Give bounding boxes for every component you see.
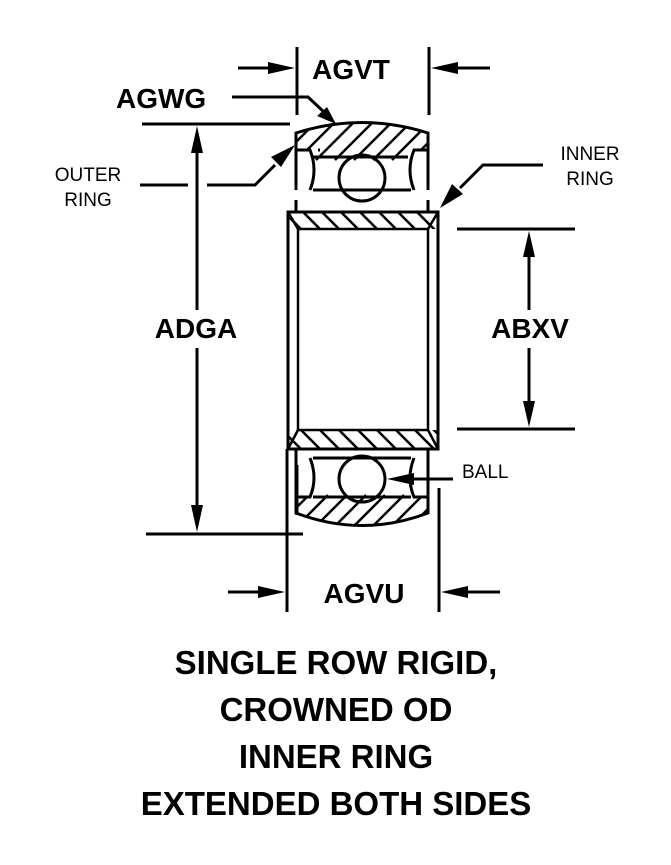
callout-outer-ring: OUTER RING [55,145,295,211]
label-inner-ring-1: INNER [560,144,619,165]
caption-line-4: EXTENDED BOTH SIDES [141,785,532,822]
section-hatch-line [339,494,386,526]
section-hatch-line [449,110,499,160]
label-agvu: AGVU [324,578,405,609]
caption-line-3: INNER RING [239,738,433,775]
label-ball: BALL [462,462,508,483]
section-hatch-line [358,494,405,526]
section-hatch-line [263,210,285,232]
dimension-agvu: AGVU [228,449,500,612]
section-hatch-line [315,122,367,161]
section-hatch-line [414,212,438,229]
section-hatch-line [296,494,310,526]
callout-ball: BALL [387,462,508,485]
label-outer-ring-1: OUTER [55,165,122,186]
label-adga: ADGA [155,313,237,344]
dimension-agwg: AGWG [116,83,336,124]
section-hatch-line [451,428,475,452]
section-hatch-line [377,494,424,526]
outer-ring-top [294,110,518,192]
label-abxv: ABXV [491,313,569,344]
section-hatch-line [301,494,348,526]
dimension-abxv: ABXV [457,227,575,431]
section-hatch-line [391,122,428,161]
callout-inner-ring: INNER RING [440,144,620,208]
label-agvt: AGVT [312,54,390,85]
caption-line-2: CROWNED OD [220,691,453,728]
section-hatch-line [353,122,405,161]
dimension-adga: ADGA [142,122,303,536]
section-hatch-line [431,430,438,449]
section-hatch-line [261,428,285,452]
section-hatch-line [473,495,518,540]
section-hatch-line [468,110,518,160]
caption-line-1: SINGLE ROW RIGID, [175,644,498,681]
inner-ring [261,200,475,452]
section-hatch-line [435,495,480,540]
label-inner-ring-2: RING [566,169,614,190]
dimension-agvt: AGVT [238,47,490,115]
caption: SINGLE ROW RIGID, CROWNED OD INNER RING … [141,644,532,822]
section-hatch-line [334,122,386,161]
label-agwg: AGWG [116,83,206,114]
section-hatch-line [454,495,499,540]
section-hatch-line [296,122,329,161]
ball-bottom [337,454,387,504]
label-outer-ring-2: RING [64,190,112,211]
ball-top [337,153,387,203]
section-hatch-line [430,110,480,160]
section-hatch-line [372,122,424,161]
